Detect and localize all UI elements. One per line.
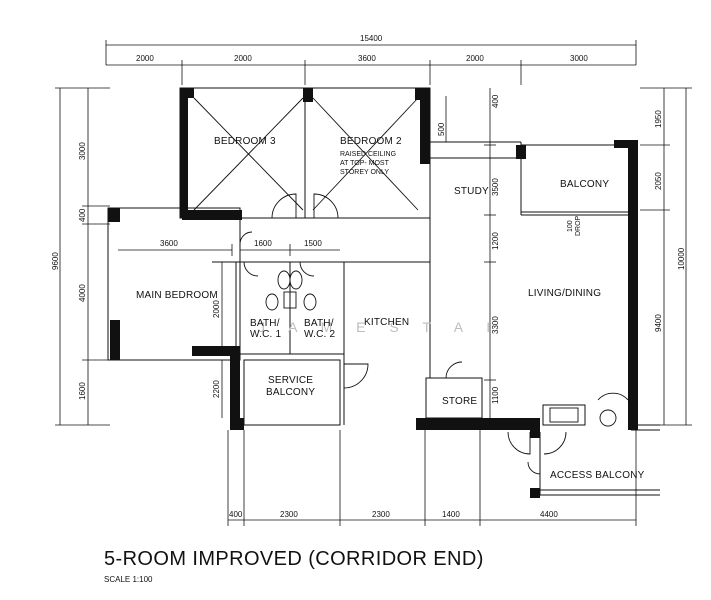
room-access-balcony: ACCESS BALCONY [550, 470, 645, 481]
dim-inner-2200: 2200 [212, 380, 221, 398]
dim-inner-3300: 3300 [491, 316, 500, 334]
dim-right-1: 1950 [654, 110, 663, 128]
balcony-drop-note-1: 100 [567, 220, 574, 232]
room-living-dining: LIVING/DINING [528, 288, 601, 299]
room-store: STORE [442, 396, 477, 407]
room-bath1-line2: W.C. 1 [250, 329, 281, 340]
room-labels: BEDROOM 3 BEDROOM 2 RAISED CEILING AT TO… [136, 136, 645, 481]
dim-right-overall: 10000 [677, 247, 686, 270]
room-balcony: BALCONY [560, 179, 609, 190]
dim-inner-1500: 1500 [304, 239, 322, 248]
room-bath1-line1: BATH/ [250, 318, 280, 329]
room-bedroom3: BEDROOM 3 [214, 136, 276, 147]
dim-left-1: 3000 [78, 142, 87, 160]
dim-top-4: 2000 [466, 54, 484, 63]
structural-walls [108, 88, 638, 498]
dim-inner-1200: 1200 [491, 232, 500, 250]
dim-inner-1100: 1100 [491, 386, 500, 404]
room-bedroom2-note-1: RAISED CEILING [340, 151, 396, 158]
dim-left-overall: 9600 [51, 252, 60, 270]
room-bath2-line2: W.C. 2 [304, 329, 335, 340]
dim-left-4: 1600 [78, 382, 87, 400]
room-study: STUDY [454, 186, 489, 197]
dim-inner-400: 400 [491, 94, 500, 108]
room-service-balcony-line1: SERVICE [268, 375, 313, 386]
room-service-balcony-line2: BALCONY [266, 387, 315, 398]
dim-inner-500: 500 [437, 122, 446, 136]
dim-top-3: 3600 [358, 54, 376, 63]
dim-top-5: 3000 [570, 54, 588, 63]
dim-bottom-1: 400 [229, 510, 243, 519]
dimension-lines [55, 40, 692, 526]
room-kitchen: KITCHEN [364, 317, 409, 328]
dim-inner-3500: 3500 [491, 178, 500, 196]
plan-title: 5-ROOM IMPROVED (CORRIDOR END) [104, 548, 484, 570]
room-bedroom2: BEDROOM 2 [340, 136, 402, 147]
dim-right-2: 2050 [654, 172, 663, 190]
dim-left-2: 400 [78, 208, 87, 222]
dim-bottom-2: 2300 [280, 510, 298, 519]
room-bath2-line1: BATH/ [304, 318, 334, 329]
room-bedroom2-note-3: STOREY ONLY [340, 169, 389, 176]
dim-inner-1600: 1600 [254, 239, 272, 248]
dim-bottom-5: 4400 [540, 510, 558, 519]
watermark: J A M E S T A I [258, 319, 500, 335]
plan-scale: SCALE 1:100 [104, 575, 153, 584]
dimension-labels: 15400 2000 2000 3600 2000 3000 400 2300 … [51, 34, 686, 519]
doors-and-fixtures [193, 97, 629, 475]
dim-right-3: 9400 [654, 314, 663, 332]
dim-inner-2000: 2000 [212, 300, 221, 318]
dim-bottom-3: 2300 [372, 510, 390, 519]
dim-overall-top: 15400 [360, 34, 383, 43]
dim-inner-3600: 3600 [160, 239, 178, 248]
dim-left-3: 4000 [78, 284, 87, 302]
dim-top-2: 2000 [234, 54, 252, 63]
room-main-bedroom: MAIN BEDROOM [136, 290, 218, 301]
balcony-drop-note-2: DROP [575, 215, 582, 236]
dim-bottom-4: 1400 [442, 510, 460, 519]
room-bedroom2-note-2: AT TOP- MOST [340, 160, 390, 167]
dim-top-1: 2000 [136, 54, 154, 63]
